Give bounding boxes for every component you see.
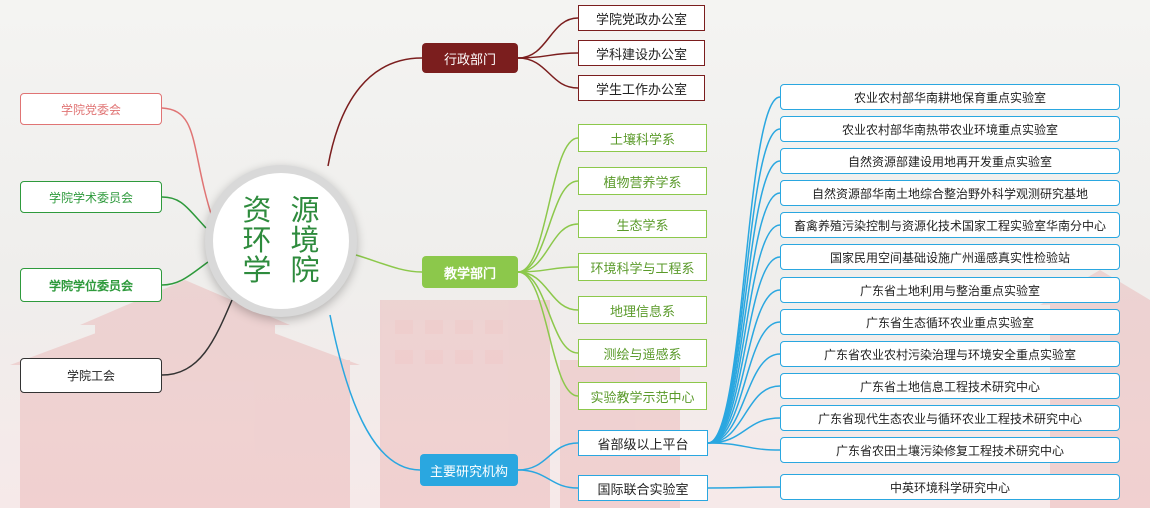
college-name: 资 源 环 境 学 院	[233, 195, 329, 285]
link-platform	[707, 417, 781, 444]
link-platform	[707, 192, 781, 444]
college-name-char: 学	[242, 253, 272, 287]
center-inner-circle: 资 源 环 境 学 院	[213, 173, 349, 309]
platform-item: 畜禽养殖污染控制与资源化技术国家工程实验室华南分中心	[780, 212, 1120, 238]
link-admin-child	[517, 17, 579, 59]
link-teaching-child	[517, 271, 579, 397]
link-left-party	[161, 107, 214, 221]
teaching-dept-remote-sensing: 测绘与遥感系	[578, 339, 707, 367]
left-node-party-committee: 学院党委会	[20, 93, 162, 125]
admin-office-student: 学生工作办公室	[578, 75, 705, 101]
platform-item: 自然资源部建设用地再开发重点实验室	[780, 148, 1120, 174]
college-name-char: 资	[242, 193, 272, 227]
international-lab-item: 中英环境科学研究中心	[780, 474, 1120, 500]
platform-item: 农业农村部华南热带农业环境重点实验室	[780, 116, 1120, 142]
platform-item: 自然资源部华南土地综合整治野外科学观测研究基地	[780, 180, 1120, 206]
link-research-child	[517, 442, 579, 471]
link-platform	[707, 128, 781, 444]
link-left-union	[161, 299, 233, 376]
left-node-academic-committee: 学院学术委员会	[20, 181, 162, 213]
teaching-dept-lab-center: 实验教学示范中心	[578, 382, 707, 410]
link-platform	[707, 289, 781, 444]
platform-item: 广东省土地信息工程技术研究中心	[780, 373, 1120, 399]
link-platform	[707, 256, 781, 444]
link-platform	[707, 385, 781, 444]
link-platform	[707, 224, 781, 444]
platform-item: 广东省农业农村污染治理与环境安全重点实验室	[780, 341, 1120, 367]
left-node-labor-union: 学院工会	[20, 358, 162, 393]
platform-item: 农业农村部华南耕地保育重点实验室	[780, 84, 1120, 110]
link-platform	[707, 160, 781, 444]
admin-office-discipline: 学科建设办公室	[578, 40, 705, 66]
link-platform	[707, 321, 781, 444]
link-teaching-child	[517, 180, 579, 273]
link-international	[707, 486, 781, 489]
teaching-dept-ecology: 生态学系	[578, 210, 707, 238]
link-left-academic	[161, 196, 207, 229]
research-institutions-node: 主要研究机构	[420, 454, 518, 486]
link-left-degree	[161, 261, 209, 286]
platform-item: 广东省农田土壤污染修复工程技术研究中心	[780, 437, 1120, 463]
link-admin-child	[517, 52, 579, 59]
left-node-degree-committee: 学院学位委员会	[20, 268, 162, 302]
link-teaching-child	[517, 137, 579, 273]
platform-item: 广东省现代生态农业与循环农业工程技术研究中心	[780, 405, 1120, 431]
research-provincial-platforms: 省部级以上平台	[578, 430, 708, 456]
platform-item: 广东省生态循环农业重点实验室	[780, 309, 1120, 335]
teaching-dept-soil: 土壤科学系	[578, 124, 707, 152]
link-teaching	[355, 254, 423, 273]
link-teaching-child	[517, 271, 579, 311]
link-teaching-child	[517, 271, 579, 354]
college-name-char: 源	[290, 193, 320, 227]
platform-item: 广东省土地利用与整治重点实验室	[780, 277, 1120, 303]
admin-office-party: 学院党政办公室	[578, 5, 705, 31]
college-name-char: 院	[290, 253, 320, 287]
college-center-node: 资 源 环 境 学 院	[205, 165, 357, 317]
college-name-char: 环	[242, 223, 272, 257]
link-platform	[707, 353, 781, 444]
teaching-dept-plant-nutrition: 植物营养学系	[578, 167, 707, 195]
admin-department-node: 行政部门	[422, 43, 518, 73]
link-teaching-child	[517, 266, 579, 273]
link-platform	[707, 442, 781, 451]
link-platform	[707, 96, 781, 444]
college-name-char: 境	[290, 223, 320, 257]
platform-item: 国家民用空间基础设施广州遥感真实性检验站	[780, 244, 1120, 270]
link-admin	[327, 57, 423, 167]
link-admin-child	[517, 57, 579, 89]
link-research-child	[517, 469, 579, 489]
link-teaching-child	[517, 223, 579, 273]
link-research	[329, 314, 421, 471]
teaching-dept-environment: 环境科学与工程系	[578, 253, 707, 281]
teaching-dept-gis: 地理信息系	[578, 296, 707, 324]
teaching-department-node: 教学部门	[422, 256, 518, 288]
research-international-lab: 国际联合实验室	[578, 475, 708, 501]
